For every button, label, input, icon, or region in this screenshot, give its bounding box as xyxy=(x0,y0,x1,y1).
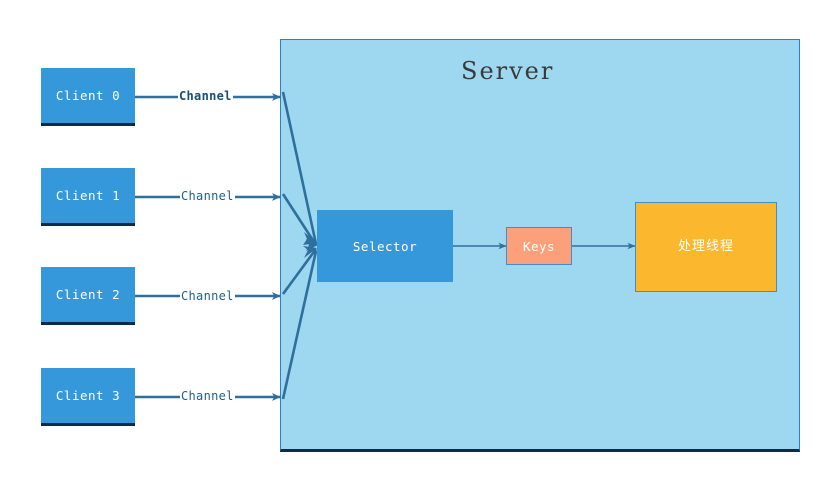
client-label-1: Client 1 xyxy=(55,188,121,203)
selector-box[interactable]: Selector xyxy=(317,210,453,282)
client-box-2[interactable]: Client 2 xyxy=(41,267,135,325)
server-title: Server xyxy=(461,57,555,85)
client-label-3: Client 3 xyxy=(55,388,121,403)
channel-label-2: Channel xyxy=(180,289,235,303)
client-box-3[interactable]: Client 3 xyxy=(41,368,135,426)
processing-thread-box[interactable]: 处理线程 xyxy=(635,202,777,292)
selector-inbound-arrowheads xyxy=(303,232,318,258)
keys-box[interactable]: Keys xyxy=(506,227,572,265)
channel-label-1: Channel xyxy=(180,189,235,203)
selector-label: Selector xyxy=(352,238,418,254)
edge-client-3 xyxy=(135,250,318,401)
processing-thread-label: 处理线程 xyxy=(677,239,734,255)
edge-client-0 xyxy=(135,91,318,245)
client-label-2: Client 2 xyxy=(55,287,121,302)
channel-label-0: Channel xyxy=(178,89,233,103)
keys-label: Keys xyxy=(522,238,556,254)
client-label-0: Client 0 xyxy=(55,88,121,103)
client-box-0[interactable]: Client 0 xyxy=(41,68,135,126)
channel-label-3: Channel xyxy=(180,389,235,403)
client-box-1[interactable]: Client 1 xyxy=(41,168,135,226)
